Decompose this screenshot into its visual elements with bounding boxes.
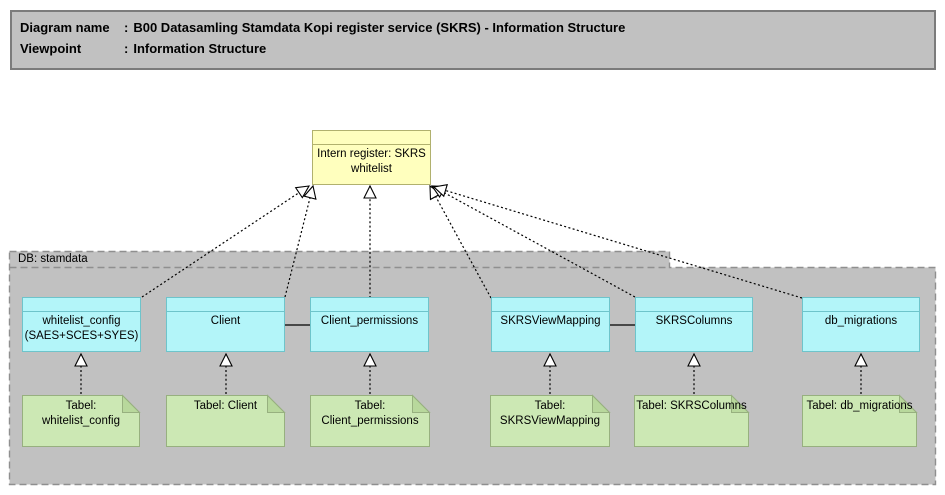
- note-fold-corner: [267, 394, 286, 413]
- note-tabel-client: Tabel: Client: [193, 400, 258, 412]
- entity-label: SKRSViewMapping: [500, 315, 601, 327]
- entity-top-band: [803, 298, 919, 312]
- note-tabel-client-permissions: Tabel:Client_permissions: [321, 400, 419, 427]
- group-label: DB: stamdata: [18, 253, 88, 265]
- entity-label: db_migrations: [824, 315, 898, 327]
- note-shape-0[interactable]: [22, 395, 140, 447]
- entity-top-band: [23, 298, 140, 312]
- note-shape-3[interactable]: [490, 395, 610, 447]
- entity-label: Client: [210, 315, 241, 327]
- entity-label: SKRSColumns: [655, 315, 733, 327]
- note-shape-2[interactable]: [310, 395, 430, 447]
- note-shape-5[interactable]: [802, 395, 917, 447]
- title-row-viewpoint: Viewpoint : Information Structure: [20, 38, 926, 59]
- entity-client-permissions[interactable]: Client_permissions: [310, 297, 429, 352]
- entity-skrsviewmapping[interactable]: SKRSViewMapping: [491, 297, 610, 352]
- realization-connector: [284, 184, 317, 298]
- entity-label: Client_permissions: [320, 315, 419, 327]
- entity-top-band: [311, 298, 428, 312]
- entity-top-band: [492, 298, 609, 312]
- note-shape-4[interactable]: [634, 395, 749, 447]
- title-value: B00 Datasamling Stamdata Kopi register s…: [133, 20, 626, 35]
- diagram-title-block: Diagram name : B00 Datasamling Stamdata …: [10, 10, 936, 70]
- note-fold-corner: [412, 394, 431, 413]
- note-fold-corner: [122, 394, 141, 413]
- title-row-diagram-name: Diagram name : B00 Datasamling Stamdata …: [20, 17, 926, 38]
- entity-db-migrations[interactable]: db_migrations: [802, 297, 920, 352]
- note-fold-corner: [899, 394, 918, 413]
- entity-skrscolumns[interactable]: SKRSColumns: [635, 297, 753, 352]
- object-top-band: [313, 131, 430, 145]
- group-db-stamdata[interactable]: [8, 250, 937, 486]
- note-shape-1[interactable]: [166, 395, 285, 447]
- title-label: Diagram name: [20, 20, 110, 35]
- viewpoint-colon: :: [124, 41, 129, 56]
- viewpoint-value: Information Structure: [133, 41, 267, 56]
- entity-client[interactable]: Client: [166, 297, 285, 352]
- note-tabel-skrsviewmapping: Tabel:SKRSViewMapping: [499, 400, 601, 427]
- note-tabel-db-migrations: Tabel: db_migrations: [806, 400, 913, 412]
- note-fold-corner: [592, 394, 611, 413]
- title-colon: :: [124, 20, 129, 35]
- entity-whitelist-config[interactable]: whitelist_config(SAES+SCES+SYES): [22, 297, 141, 352]
- note-tabel-whitelist-config: Tabel:whitelist_config: [42, 400, 120, 427]
- note-fold-corner: [731, 394, 750, 413]
- entity-top-band: [636, 298, 752, 312]
- viewpoint-label: Viewpoint: [20, 41, 82, 56]
- entity-top-band: [167, 298, 284, 312]
- note-tabel-skrscolumns: Tabel: SKRSColumns: [636, 400, 747, 412]
- realization-connector: [429, 184, 492, 299]
- realization-connector: [430, 185, 636, 298]
- entity-label: whitelist_config(SAES+SCES+SYES): [24, 315, 139, 342]
